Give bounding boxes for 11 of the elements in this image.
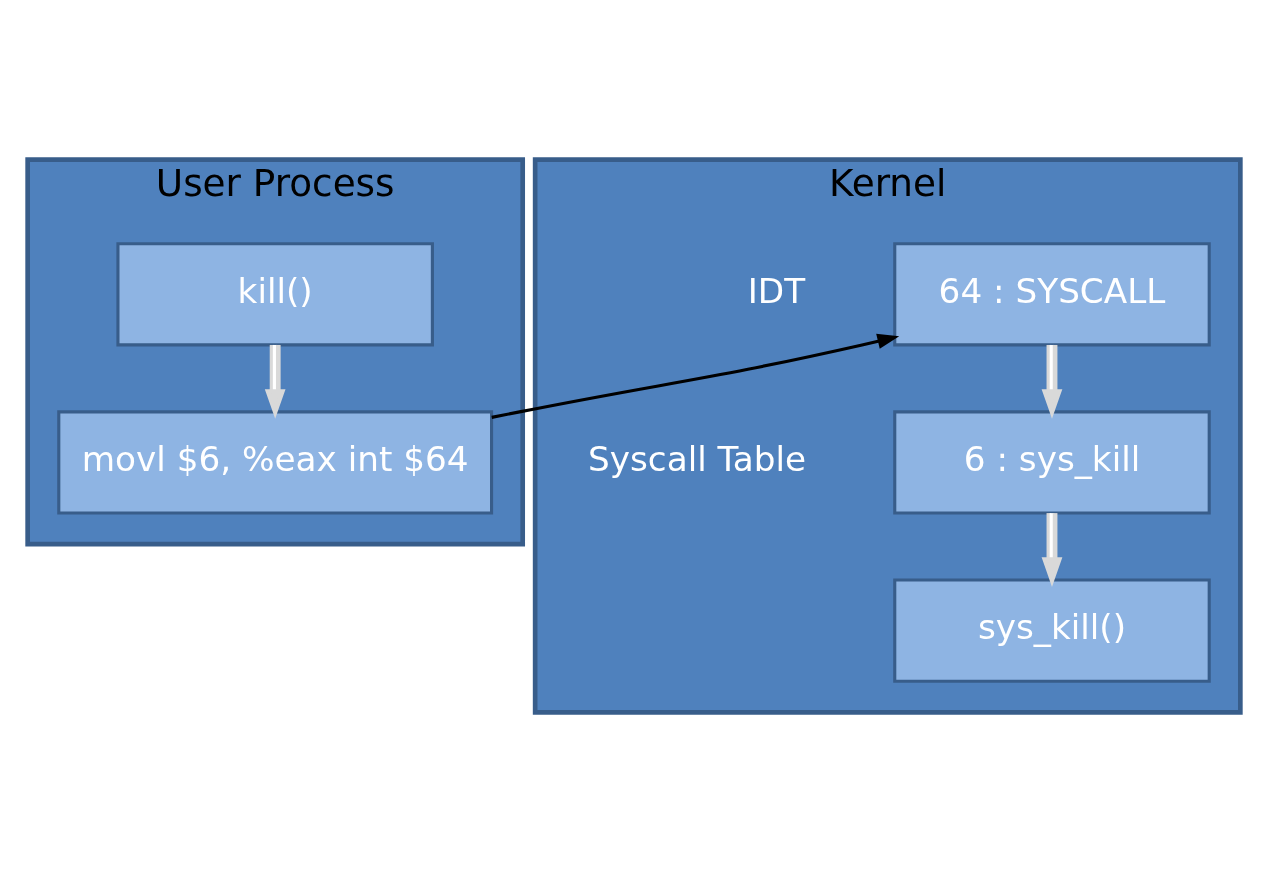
node-box: 64 : SYSCALL [893, 242, 1211, 347]
arrow [264, 344, 286, 419]
arrow [1041, 344, 1063, 419]
node-box: movl $6, %eax int $64 [57, 410, 494, 515]
node-box: kill() [116, 242, 434, 347]
arrow [491, 333, 900, 419]
arrow [1041, 513, 1063, 587]
node-box: sys_kill() [893, 578, 1211, 683]
node-box: 6 : sys_kill [893, 410, 1211, 515]
node-label: Syscall Table [588, 439, 807, 480]
node-label: IDT [747, 271, 806, 312]
